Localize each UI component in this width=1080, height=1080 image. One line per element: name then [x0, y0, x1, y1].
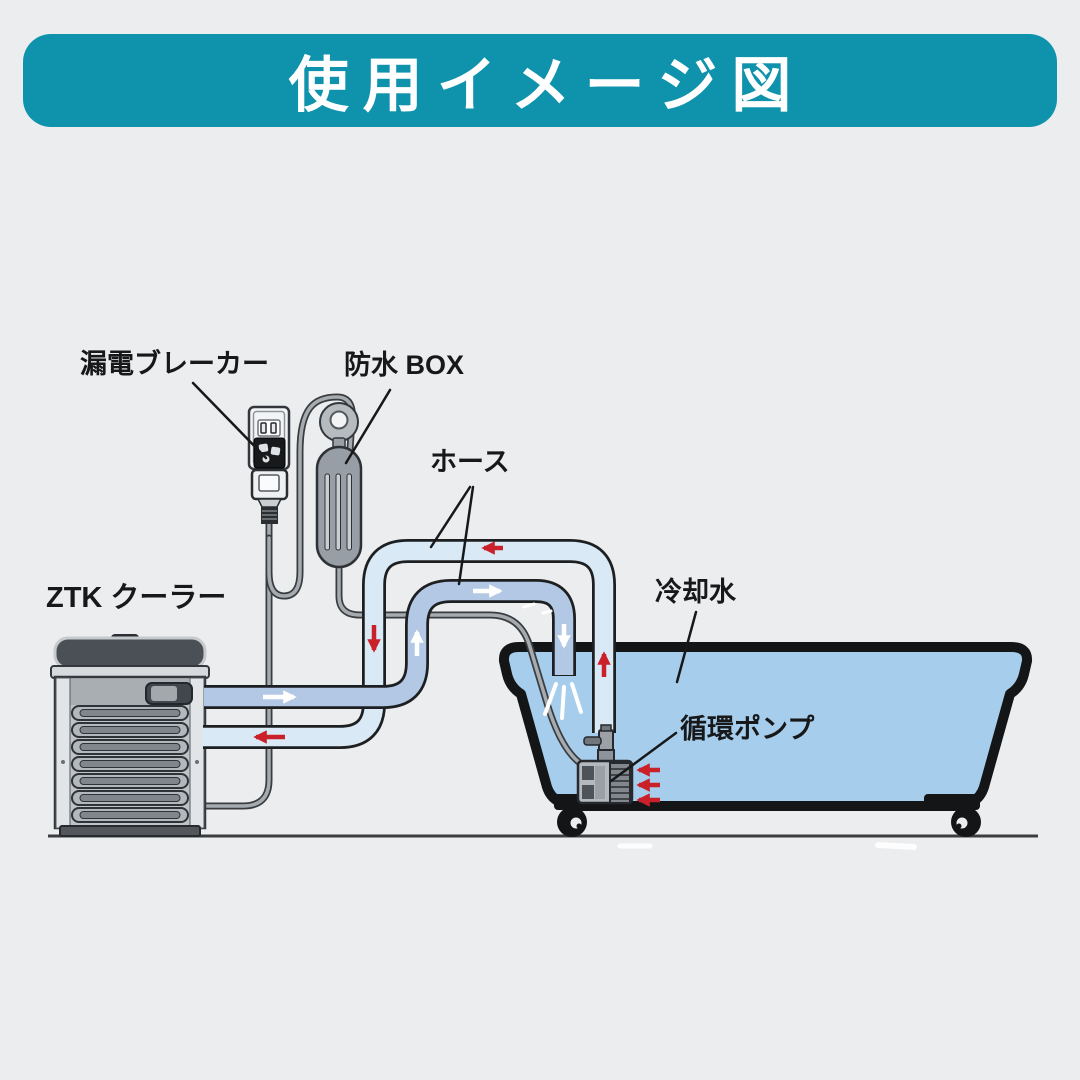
circulation-pump-device — [576, 724, 634, 805]
hoses — [203, 539, 616, 749]
label-circulation-pump: 循環ポンプ — [680, 714, 815, 744]
label-pointer-lines — [191, 381, 698, 783]
cooler-side-column-left — [55, 677, 71, 829]
hose-highlights — [522, 602, 553, 615]
cooler-vent-slats — [71, 705, 189, 823]
bathtub-illustration — [498, 642, 1033, 850]
caster-foot-right — [924, 794, 981, 837]
label-hose: ホース — [430, 447, 510, 477]
power-cables — [202, 393, 584, 810]
outlet-slot-left — [260, 422, 267, 434]
title-banner: 使用イメージ図 — [23, 34, 1057, 127]
pointer-cooling-water — [675, 610, 698, 684]
pointer-hose-1 — [429, 485, 472, 549]
warm-flow-arrows-red — [253, 541, 660, 807]
cooler-base — [59, 825, 201, 837]
outlet-slot-right — [270, 422, 277, 434]
label-cooling-water: 冷却水 — [655, 577, 736, 607]
page-title: 使用イメージ図 — [288, 52, 806, 119]
supply-hose — [204, 579, 576, 709]
pointer-circulation-pump — [609, 731, 678, 783]
return-hose — [203, 539, 616, 749]
floor-highlights — [617, 842, 917, 850]
cooler-top-slab — [53, 636, 207, 670]
cold-flow-arrows-white — [263, 584, 571, 704]
leakage-breaker-device — [253, 437, 286, 469]
valve-lever — [583, 736, 602, 746]
label-waterproof-box: 防水 BOX — [344, 350, 465, 380]
label-ztk-cooler: ZTK クーラー — [46, 582, 227, 614]
waterproof-box-assembly — [315, 402, 363, 569]
pointer-waterproof-box — [344, 388, 392, 465]
cooler-power-cord — [202, 516, 273, 810]
label-leakage-breaker: 漏電ブレーカー — [80, 349, 269, 379]
pointer-breaker — [191, 381, 268, 460]
outlet-breaker-assembly — [247, 405, 291, 524]
water-spray — [543, 682, 583, 720]
pointer-hose-2 — [457, 485, 475, 586]
cooler-illustration — [50, 634, 210, 837]
